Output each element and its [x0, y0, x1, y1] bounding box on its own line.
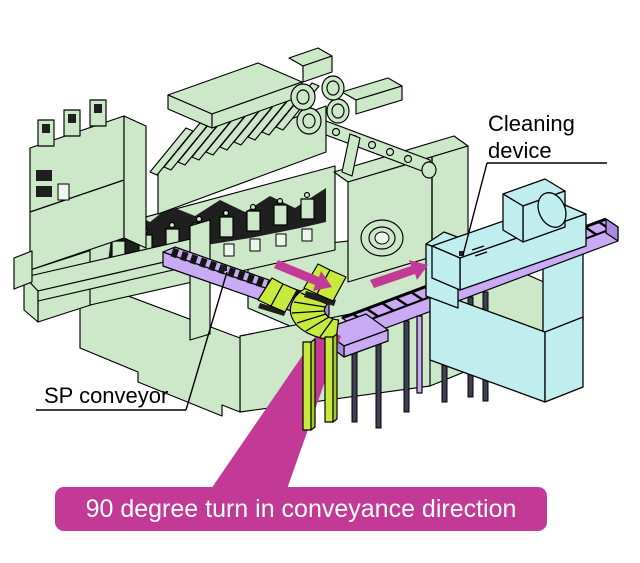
machine-base-left [79, 277, 241, 417]
machine-pillar [189, 219, 211, 341]
sp-conveyor-chain [170, 247, 322, 308]
sp-conveyor-leader-dot [221, 265, 227, 271]
sp-conveyor-leader-line [185, 271, 228, 411]
conveyor-leg-lavender [416, 315, 423, 394]
cleaning-device-leader-line [462, 162, 488, 256]
label-sp-conveyor: SP conveyor [36, 265, 228, 411]
cleaning-device-beam-left [431, 245, 461, 291]
sp-conveyor-label: SP conveyor [44, 383, 168, 408]
machine-disc-stack [290, 75, 350, 135]
turn-unit [257, 263, 347, 431]
machine-engine-block [149, 47, 350, 215]
label-cleaning-device: Cleaning device [462, 111, 607, 256]
machine-left-tower [13, 99, 147, 290]
direction-arrow-right [370, 260, 428, 288]
cleaning-device [425, 178, 587, 403]
cleaning-device-top-marks [459, 245, 488, 257]
cleaning-device-label-line2: device [488, 138, 552, 163]
direction-arrow-left [274, 260, 332, 291]
callout-banner [55, 487, 547, 531]
machine-arm [317, 117, 437, 179]
turn-guide-plate [270, 283, 298, 313]
cleaning-device-cylinder [537, 192, 567, 228]
callout-banner-text: 90 degree turn in conveyance direction [86, 495, 517, 523]
cleaning-device-label-line1: Cleaning [488, 111, 575, 136]
machine-tooling-band [108, 188, 326, 262]
cleaning-device-body-side [544, 316, 584, 403]
main-conveyor-end [605, 218, 619, 242]
turn-unit-legs [302, 333, 338, 431]
